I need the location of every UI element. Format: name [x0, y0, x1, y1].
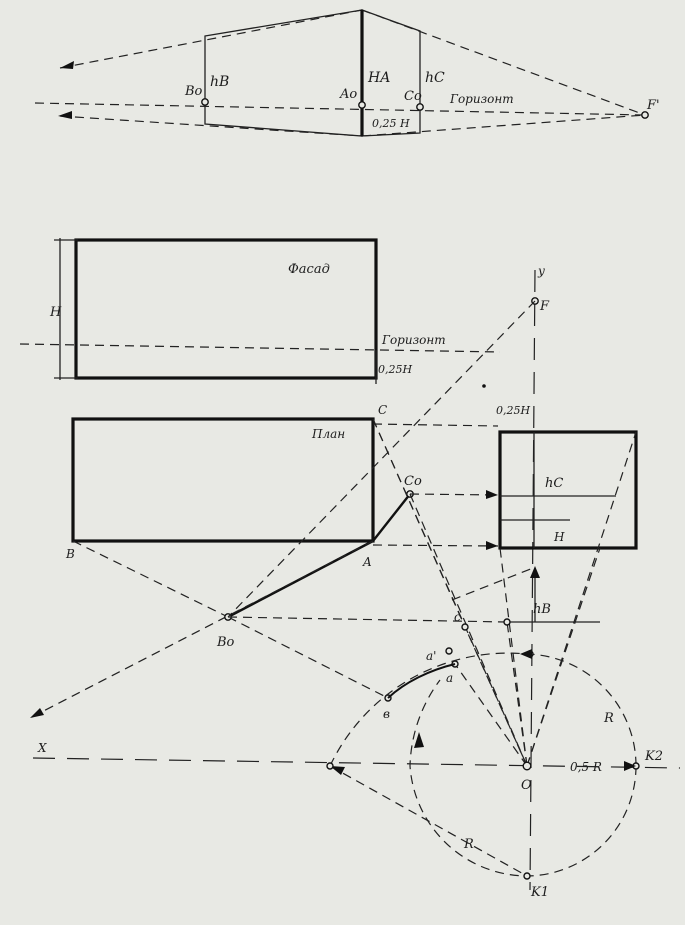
horizon-line-top: [34, 102, 646, 116]
label-hc-top: hC: [425, 70, 445, 86]
line-a-to-x-direction: [29, 540, 374, 719]
line-f-to-bo: [227, 300, 536, 618]
arc-b-to-alpha: [387, 663, 456, 699]
label-o-point: O: [521, 778, 532, 793]
label-half-r: 0,5 R: [570, 760, 602, 774]
arrowhead-k2: [624, 761, 636, 771]
label-r-upper: R: [603, 711, 614, 726]
label-hb-right: hB: [533, 602, 551, 617]
arrowhead-arc-left: [330, 766, 345, 775]
small-perspective-rectangle: [498, 430, 638, 550]
label-facade: Фасад: [288, 262, 330, 277]
label-quarter-h-top: 0,25 H: [372, 117, 410, 130]
facade-view: H Горизонт 0,25H Фасад: [19, 238, 501, 384]
line-to-k1: [329, 765, 528, 877]
point-ao-top: [358, 101, 366, 109]
point-bo-top: [201, 98, 209, 106]
line-b-to-bo: [72, 540, 229, 618]
plan-rectangle: [71, 417, 375, 543]
label-c-plan: C: [378, 403, 387, 417]
label-y-axis: y: [537, 264, 545, 278]
arrowhead-arc-inner: [414, 732, 424, 748]
label-quarter-h-right: 0,25H: [496, 404, 530, 417]
point-arc-left: [326, 762, 334, 770]
ray-o-to-alpha: [454, 663, 528, 767]
arc-upper: [329, 652, 637, 767]
label-hc-right: hC: [545, 476, 563, 491]
label-horizon-mid: Горизонт: [381, 333, 446, 347]
line-bo-to-b-small: [227, 616, 389, 699]
point-alpha-prime: [445, 647, 453, 655]
label-f-point: F: [539, 299, 550, 314]
label-quarter-h-mid: 0,25H: [378, 363, 412, 376]
label-c-small: c: [454, 610, 461, 624]
vanishing-ray-upper-left: [59, 9, 363, 69]
label-k2: K2: [644, 749, 663, 764]
arrowhead-transfer-co: [486, 490, 498, 499]
line-a-to-co: [372, 493, 411, 542]
arrowhead-upper-left: [60, 61, 74, 69]
label-a-plan: A: [362, 555, 372, 569]
perspective-view: Bo hB Ao HA Co hC Горизонт 0,25 H F': [34, 9, 660, 137]
label-co-top: Co: [404, 89, 422, 104]
label-co-plan: Co: [404, 474, 422, 489]
point-hb: [503, 618, 511, 626]
label-bo-top: Bo: [184, 84, 203, 99]
transfer-line-a: [372, 544, 499, 547]
plan-view: План C B A Co Bo: [29, 403, 466, 719]
label-x-axis: X: [37, 741, 47, 755]
horizon-line-mid: [19, 343, 501, 353]
ray-o-to-hb: [506, 621, 528, 767]
line-c-to-o: [372, 418, 528, 767]
vanishing-ray-lower-right: [361, 114, 646, 137]
ray-o-to-box-bottom: [526, 547, 601, 767]
label-b-small: в: [383, 707, 390, 721]
label-horizon-top: Горизонт: [449, 92, 514, 106]
arc-lower: [409, 679, 637, 877]
arrowhead-lower-left: [58, 111, 72, 119]
label-hb-top: hB: [210, 74, 229, 90]
left-face: [204, 9, 363, 137]
label-r-lower: R: [463, 837, 474, 852]
vanishing-ray-lower-left: [59, 115, 363, 137]
label-b-plan: B: [65, 547, 75, 561]
transfer-line-co: [409, 493, 499, 496]
point-c-small: [461, 623, 469, 631]
point-k1: [523, 872, 531, 880]
label-h-left: H: [49, 305, 62, 320]
transfer-line-c: [372, 423, 499, 427]
label-plan: План: [311, 427, 345, 441]
label-k1: K1: [530, 885, 549, 900]
label-ao-top: Ao: [339, 87, 357, 102]
label-h-right: H: [553, 530, 565, 544]
label-bo-plan: Bo: [216, 635, 235, 650]
marker-dot: [482, 384, 486, 388]
vertical-axis-y: [529, 269, 536, 891]
label-ha-top: HA: [367, 70, 390, 86]
diagonal-to-hb: [451, 567, 534, 601]
arrowhead-arc-top: [520, 649, 532, 659]
horizontal-axis-x: [32, 757, 681, 769]
point-co-top: [416, 103, 424, 111]
point-f-top: [641, 111, 649, 119]
point-o: [522, 761, 532, 771]
ray-o-to-box-right: [526, 431, 637, 767]
arrowhead-hb-up: [530, 566, 540, 578]
facade-rectangle: [74, 238, 378, 380]
label-f-top: F': [646, 98, 660, 113]
construction-right: y F 0,25H hC H hB: [32, 264, 681, 900]
label-alpha-prime: a': [426, 649, 436, 663]
arrowhead-x-direction: [30, 708, 44, 718]
arrowhead-transfer-a: [486, 541, 498, 550]
transfer-line-bo: [227, 616, 508, 623]
label-alpha: a: [446, 671, 453, 685]
